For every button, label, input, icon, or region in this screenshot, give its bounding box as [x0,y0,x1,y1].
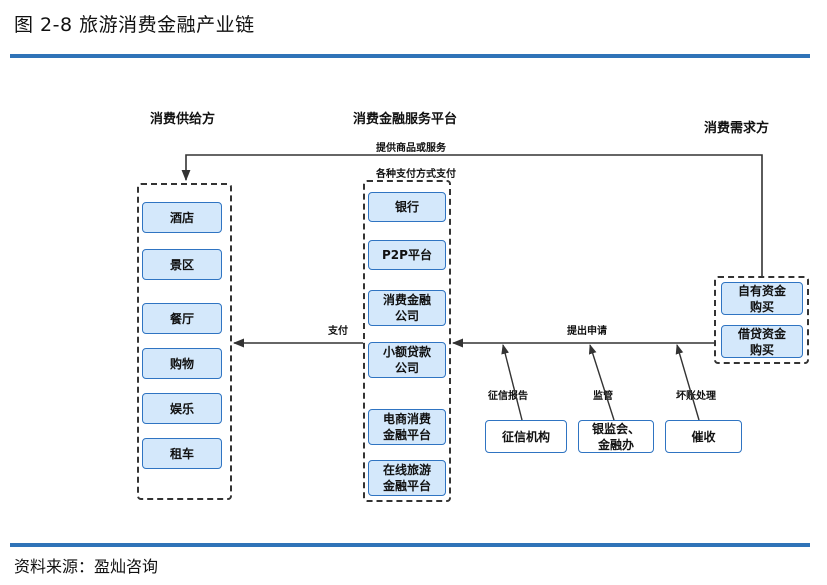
edge-provide-goods-line [181,154,763,276]
figure-source: 资料来源：盈灿咨询 [14,557,159,576]
supply-node-scenic: 景区 [142,249,222,280]
top-divider [10,54,810,58]
platform-node-consumer-finance: 消费金融 公司 [368,290,446,326]
supply-node-restaurant: 餐厅 [142,303,222,334]
platform-node-bank: 银行 [368,192,446,222]
label-bad-debt: 坏账处理 [676,391,716,402]
platform-node-online-travel: 在线旅游 金融平台 [368,460,446,496]
platform-node-ecommerce: 电商消费 金融平台 [368,409,446,445]
supply-group [137,183,232,500]
label-credit-report: 征信报告 [488,391,528,402]
supply-node-hotel: 酒店 [142,202,222,233]
support-node-credit-bureau: 征信机构 [485,420,567,453]
label-apply: 提出申请 [567,326,607,337]
edge-bad-debt-arrow [675,344,700,421]
platform-node-p2p: P2P平台 [368,240,446,270]
support-node-collection: 催收 [665,420,742,453]
label-pay: 支付 [328,326,348,337]
supply-node-car-rental: 租车 [142,438,222,469]
header-demand: 消费需求方 [704,121,770,136]
supply-node-entertainment: 娱乐 [142,393,222,424]
header-supply: 消费供给方 [150,112,216,127]
edge-supervision-arrow [588,344,615,421]
label-provide-goods: 提供商品或服务 [376,143,446,154]
platform-group [363,180,451,502]
bottom-divider [10,543,810,547]
demand-node-borrowed-funds: 借贷资金 购买 [721,325,803,358]
label-supervision: 监管 [593,391,613,402]
supply-node-shopping: 购物 [142,348,222,379]
demand-group [714,276,809,364]
edge-credit-report-arrow [501,344,523,421]
label-payment-methods: 各种支付方式支付 [376,169,456,180]
support-node-regulators: 银监会、 金融办 [578,420,654,453]
header-platform: 消费金融服务平台 [353,112,458,127]
demand-node-own-funds: 自有资金 购买 [721,282,803,315]
platform-node-microloan: 小额贷款 公司 [368,342,446,378]
figure-title: 图 2-8 旅游消费金融产业链 [14,14,255,36]
